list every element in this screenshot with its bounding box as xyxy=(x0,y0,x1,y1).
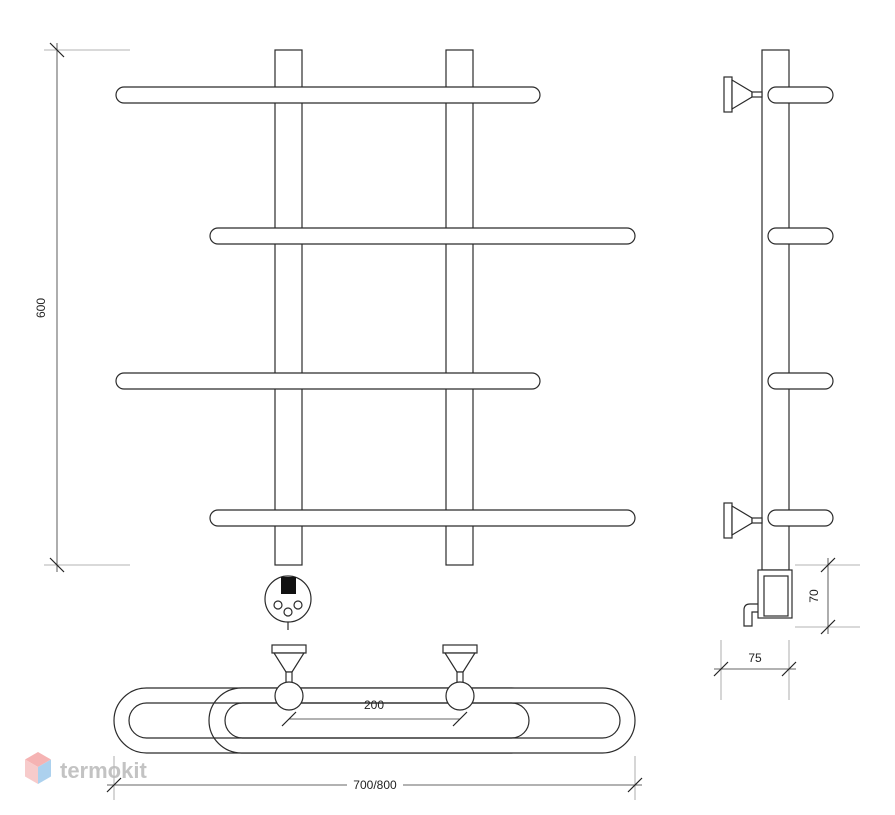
depth-dimension: 75 xyxy=(713,640,797,700)
side-bar-1 xyxy=(767,86,834,104)
bar-1 xyxy=(115,86,541,104)
side-bracket-top xyxy=(723,76,763,113)
watermark: termokit xyxy=(25,752,147,784)
bracket-left xyxy=(271,644,307,711)
depth-value: 75 xyxy=(748,651,762,665)
heater-unit xyxy=(743,569,793,627)
side-bar-3 xyxy=(767,372,834,390)
bar-3 xyxy=(115,372,541,390)
bar-2 xyxy=(209,227,636,245)
total-width-value: 700/800 xyxy=(353,778,397,792)
outer-loop-right xyxy=(208,687,636,754)
side-bracket-bottom xyxy=(723,502,763,539)
inner-loop-right xyxy=(224,702,621,739)
control-button-left xyxy=(273,600,283,610)
thermostat-control xyxy=(264,575,312,630)
height-value: 600 xyxy=(34,298,48,318)
brand-name: termokit xyxy=(60,758,147,783)
heater-height-value: 70 xyxy=(807,589,821,603)
total-width-dimension: 700/800 xyxy=(106,756,643,800)
side-view xyxy=(723,49,834,627)
front-view xyxy=(115,49,636,630)
side-bar-4 xyxy=(767,509,834,527)
control-button-center xyxy=(283,607,293,617)
heater-height-dimension: 70 xyxy=(795,557,860,635)
post-spacing-value: 200 xyxy=(364,698,384,712)
left-post xyxy=(274,49,303,566)
right-post xyxy=(445,49,474,566)
display-screen xyxy=(281,577,296,594)
height-dimension: 600 xyxy=(34,42,130,573)
bracket-right xyxy=(442,644,478,711)
termokit-logo-icon xyxy=(25,752,51,784)
bar-4 xyxy=(209,509,636,527)
top-view xyxy=(113,644,636,754)
post-spacing-dimension: 200 xyxy=(281,698,468,727)
control-button-right xyxy=(293,600,303,610)
side-post xyxy=(761,49,790,571)
side-bar-2 xyxy=(767,227,834,245)
